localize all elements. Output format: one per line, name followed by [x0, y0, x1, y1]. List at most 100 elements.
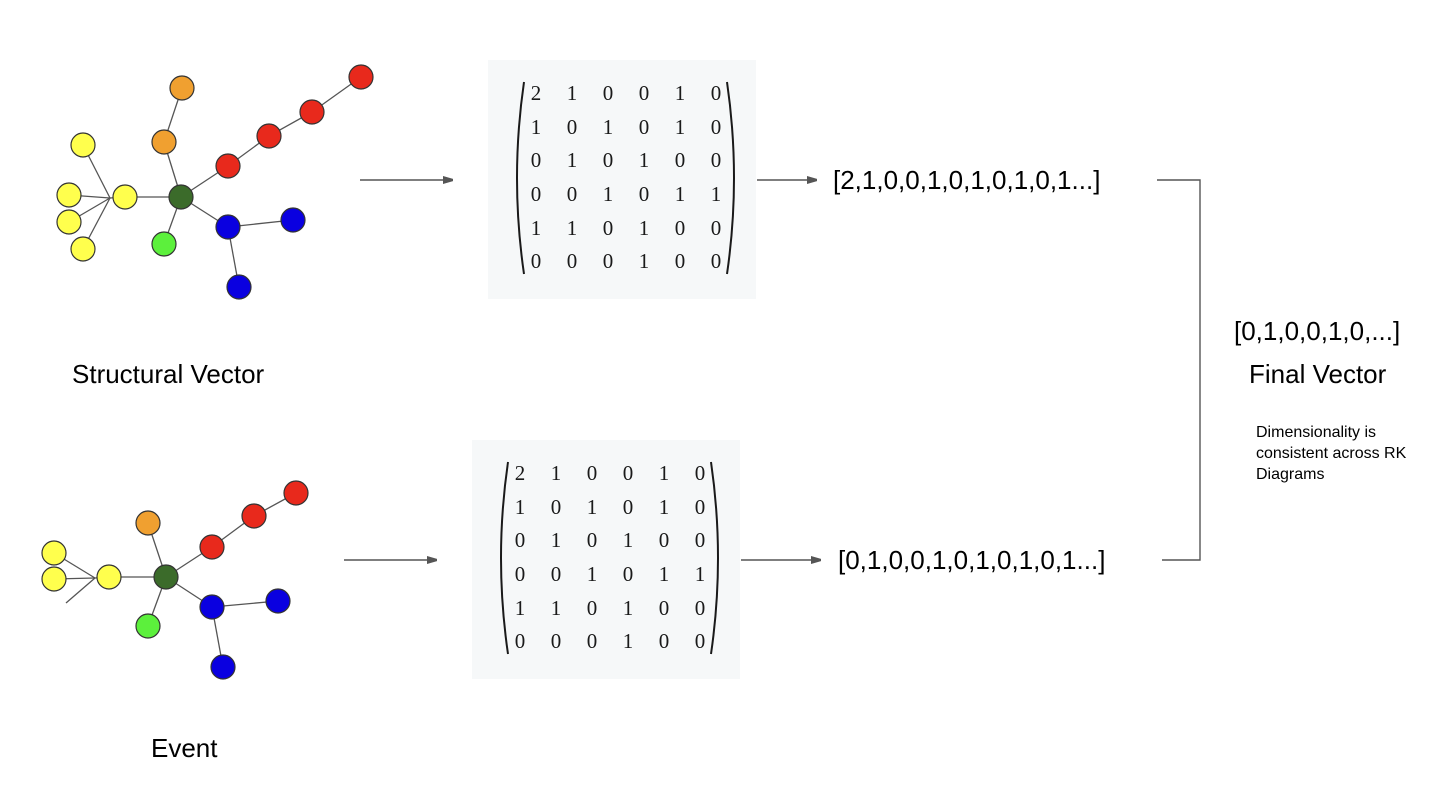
structural-graph-nodes	[56, 64, 374, 300]
matrix-cell: 0	[638, 182, 650, 207]
graph-node-orange	[135, 510, 161, 536]
graph-node-yellow	[41, 540, 67, 566]
graph-node-red	[215, 153, 241, 179]
matrix-cell: 0	[694, 595, 706, 620]
event-graph	[41, 480, 309, 680]
matrix-cell: 0	[710, 215, 722, 240]
matrix-cell: 1	[602, 182, 614, 207]
matrix-cell: 0	[602, 81, 614, 106]
event-graph-nodes	[41, 480, 309, 680]
matrix-cell: 1	[550, 595, 562, 620]
matrix-cell: 1	[638, 215, 650, 240]
matrix-cell: 1	[674, 114, 686, 139]
matrix-cell: 0	[602, 148, 614, 173]
matrix-cell: 0	[694, 461, 706, 486]
matrix-cell: 0	[566, 114, 578, 139]
matrix-cell: 1	[622, 528, 634, 553]
matrix-cell: 0	[710, 114, 722, 139]
matrix-cell: 1	[658, 461, 670, 486]
matrix-cell: 0	[622, 461, 634, 486]
matrix-cell: 0	[602, 249, 614, 274]
graph-node-light-green	[151, 231, 177, 257]
graph-node-red	[299, 99, 325, 125]
matrix-left-paren	[516, 81, 525, 275]
matrix-cell: 1	[674, 182, 686, 207]
matrix-cell: 1	[566, 215, 578, 240]
matrix-cell: 0	[674, 249, 686, 274]
matrix-cell: 0	[550, 629, 562, 654]
matrix-cell: 0	[530, 148, 542, 173]
event-vector-text: [0,1,0,0,1,0,1,0,1,0,1...]	[838, 545, 1106, 575]
matrix-cell: 0	[550, 562, 562, 587]
graph-node-yellow	[41, 566, 67, 592]
graph-node-yellow	[112, 184, 138, 210]
matrix-cell: 0	[602, 215, 614, 240]
matrix-cell: 0	[638, 81, 650, 106]
matrix-cell: 0	[674, 215, 686, 240]
graph-node-blue	[226, 274, 252, 300]
graph-node-blue	[215, 214, 241, 240]
matrix-cell: 0	[514, 629, 526, 654]
matrix-cell: 1	[694, 562, 706, 587]
final-vector-text: [0,1,0,0,1,0,...]	[1234, 316, 1401, 346]
matrix-cell: 0	[710, 81, 722, 106]
matrix-cell: 0	[530, 182, 542, 207]
matrix-cell: 0	[514, 528, 526, 553]
matrix-cell: 0	[694, 494, 706, 519]
matrix-cell: 0	[566, 182, 578, 207]
matrix-cell: 1	[622, 595, 634, 620]
matrix-cell: 0	[694, 629, 706, 654]
graph-node-light-green	[135, 613, 161, 639]
matrix-cell: 0	[658, 595, 670, 620]
matrix-cell: 1	[674, 81, 686, 106]
matrix-cell: 1	[622, 629, 634, 654]
matrix-cell: 1	[602, 114, 614, 139]
graph-node-blue	[280, 207, 306, 233]
matrix-cell: 0	[694, 528, 706, 553]
matrix-cell: 1	[658, 494, 670, 519]
graph-node-yellow	[56, 182, 82, 208]
matrix-cell: 1	[530, 114, 542, 139]
matrix-cell: 0	[674, 148, 686, 173]
matrix-cell: 1	[586, 562, 598, 587]
matrix-cell: 1	[710, 182, 722, 207]
matrix-cell: 0	[586, 595, 598, 620]
event-label: Event	[151, 733, 218, 763]
matrix-cell: 0	[622, 562, 634, 587]
dimensionality-note: Dimensionality is consistent across RK D…	[1256, 424, 1407, 483]
final-vector-label: Final Vector	[1249, 359, 1387, 389]
matrix-cell: 1	[550, 528, 562, 553]
matrix-left-paren	[500, 461, 509, 655]
matrix-cell: 0	[622, 494, 634, 519]
matrix-cell: 1	[566, 81, 578, 106]
matrix-cell: 1	[638, 249, 650, 274]
graph-node-blue	[199, 594, 225, 620]
flow-arrows	[344, 180, 1201, 560]
graph-node-blue	[265, 588, 291, 614]
matrix-cell: 0	[586, 629, 598, 654]
matrix-cell: 0	[514, 562, 526, 587]
matrix-cell: 0	[586, 461, 598, 486]
matrix-cell: 0	[710, 148, 722, 173]
matrix-cell: 1	[638, 148, 650, 173]
structural-vector-label: Structural Vector	[72, 359, 265, 389]
graph-node-center	[153, 564, 179, 590]
matrix-cell: 0	[530, 249, 542, 274]
matrix-cell: 1	[566, 148, 578, 173]
graph-node-orange	[151, 129, 177, 155]
matrix-cell: 2	[514, 461, 526, 486]
graph-node-yellow	[70, 132, 96, 158]
matrix-cell: 0	[658, 629, 670, 654]
matrix-cell: 1	[658, 562, 670, 587]
matrix-cell: 1	[586, 494, 598, 519]
matrix-right-paren	[710, 461, 719, 655]
graph-node-red	[199, 534, 225, 560]
matrix-cell: 2	[530, 81, 542, 106]
graph-node-red	[241, 503, 267, 529]
